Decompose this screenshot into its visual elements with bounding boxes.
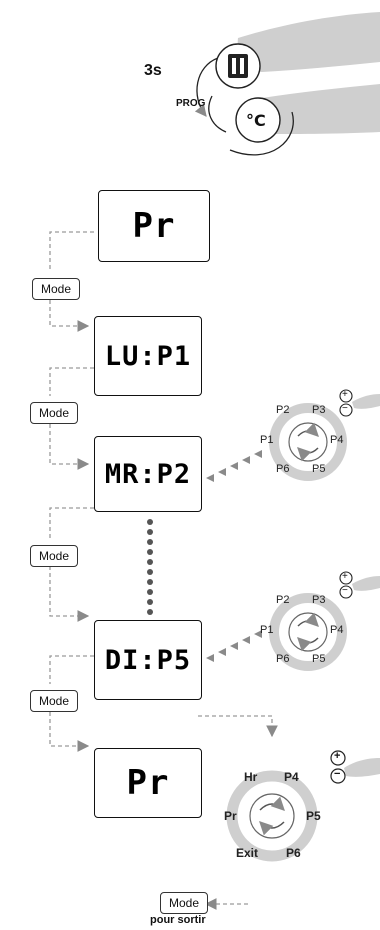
wheel-label: P5 xyxy=(312,463,326,475)
wheel-label: P5 xyxy=(312,653,326,665)
lcd-text: Pr xyxy=(126,763,170,803)
lcd-screen-mr-p2: MR:P2 xyxy=(94,436,202,512)
screen-to-wheel-arrows xyxy=(206,450,262,662)
wheel-label: Pr xyxy=(224,809,237,823)
mode-button[interactable]: Mode xyxy=(30,690,78,712)
svg-text:°C: °C xyxy=(246,111,266,130)
wheel-label: P2 xyxy=(276,404,290,416)
lcd-text: DI:P5 xyxy=(104,644,192,676)
mode-button[interactable]: Mode xyxy=(30,545,78,567)
wheel-label: P5 xyxy=(306,809,321,823)
mode-button[interactable]: Mode xyxy=(30,402,78,424)
plus-minus-finger-3 xyxy=(330,750,380,784)
lcd-screen-pr-final: Pr xyxy=(94,748,202,818)
wheel-label: P4 xyxy=(330,434,344,446)
plus-icon: + xyxy=(342,389,348,400)
heat-button-icon[interactable] xyxy=(215,43,261,89)
wheel-label: P1 xyxy=(260,624,274,636)
plus-icon: + xyxy=(334,750,341,762)
lcd-text: Pr xyxy=(132,206,176,246)
plus-icon: + xyxy=(342,571,348,582)
flow-connectors xyxy=(49,231,278,910)
prog-cycle-icon xyxy=(194,57,294,156)
wheel-label: Exit xyxy=(236,846,259,860)
mode-button[interactable]: Mode xyxy=(32,278,80,300)
lcd-text: LU:P1 xyxy=(104,340,192,372)
minus-icon: − xyxy=(342,585,348,596)
wheel-label: P4 xyxy=(330,624,344,636)
hold-time-label: 3s xyxy=(144,62,162,79)
wheel-label: P6 xyxy=(276,653,290,665)
wheel-label: P3 xyxy=(312,594,326,606)
program-wheel-1 xyxy=(269,403,347,481)
wheel-label: P2 xyxy=(276,594,290,606)
wheel-label: P6 xyxy=(276,463,290,475)
temperature-button-icon[interactable]: °C xyxy=(235,97,281,143)
exit-mode-button[interactable]: Mode xyxy=(160,892,208,914)
wheel-label: Hr xyxy=(244,770,258,784)
exit-wheel xyxy=(226,770,318,862)
program-wheel-2 xyxy=(269,593,347,671)
minus-icon: − xyxy=(334,768,341,780)
exit-caption: pour sortir xyxy=(150,914,206,926)
lcd-screen-lu-p1: LU:P1 xyxy=(94,316,202,396)
dotted-continuation xyxy=(147,519,153,615)
pressing-hand-icon xyxy=(237,12,380,134)
wheel-label: P1 xyxy=(260,434,274,446)
plus-minus-finger-2 xyxy=(339,571,380,599)
wheel-label: P3 xyxy=(312,404,326,416)
lcd-text: MR:P2 xyxy=(104,458,192,490)
wheel-label: P6 xyxy=(286,846,301,860)
plus-minus-finger-1 xyxy=(339,389,380,417)
wheel-label: P4 xyxy=(284,770,299,784)
minus-icon: − xyxy=(342,403,348,414)
lcd-screen-di-p5: DI:P5 xyxy=(94,620,202,700)
prog-label: PROG xyxy=(176,98,206,109)
lcd-screen-pr: Pr xyxy=(98,190,210,262)
